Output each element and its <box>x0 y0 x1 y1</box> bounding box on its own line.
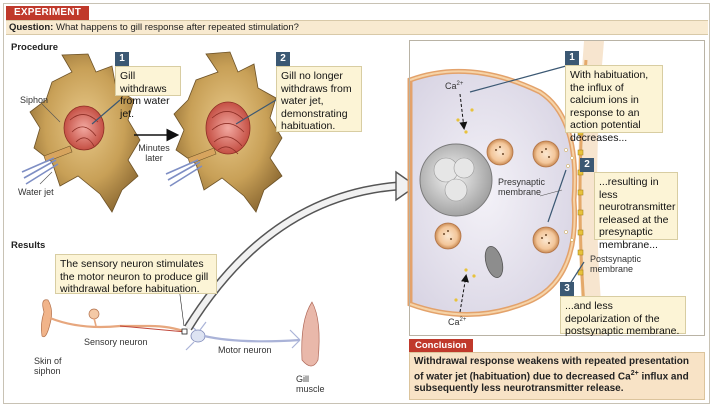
procedure-step1-number: 1 <box>115 52 129 66</box>
motor-neuron-label: Motor neuron <box>218 345 272 355</box>
neural-circuit <box>40 299 320 367</box>
procedure-step1-callout: Gill withdraws from water jet. <box>115 66 181 120</box>
procedure-heading: Procedure <box>11 42 58 53</box>
minutes-later-label: Minutes later <box>138 143 170 163</box>
gill-muscle-label: Gill muscle <box>296 374 325 394</box>
conclusion-tag: Conclusion <box>409 339 473 352</box>
postsynaptic-membrane-label: Postsynaptic membrane <box>590 254 642 274</box>
sensory-neuron-label: Sensory neuron <box>84 337 148 347</box>
aplysia-before <box>21 53 141 213</box>
question-bar: Question: What happens to gill response … <box>6 20 708 35</box>
mechanism-step3-number: 3 <box>560 282 574 296</box>
procedure-step2-number: 2 <box>276 52 290 66</box>
mechanism-step3-callout: ...and less depolarization of the postsy… <box>560 296 686 337</box>
results-callout: The sensory neuron stimulates the motor … <box>55 254 217 295</box>
mechanism-step1-number: 1 <box>565 51 579 65</box>
aplysia-after <box>165 51 283 213</box>
procedure-step2-callout: Gill no longer withdraws from water jet,… <box>276 66 362 132</box>
synapse-panel <box>409 40 705 336</box>
mechanism-step2-callout: ...resulting in less neurotransmitter re… <box>594 172 678 251</box>
conclusion-text-before: Withdrawal response weakens with repeate… <box>414 356 689 383</box>
water-jet-label: Water jet <box>18 187 54 197</box>
results-heading: Results <box>11 240 46 251</box>
skin-of-siphon-label: Skin of siphon <box>34 356 62 376</box>
conclusion-text-after: influx and subsequently less neurotransm… <box>414 371 689 395</box>
experiment-tag: EXPERIMENT <box>6 6 90 20</box>
ca-label-bottom: Ca2+ <box>448 317 467 327</box>
conclusion-text-sup: 2+ <box>630 370 639 377</box>
question-label: Question: <box>9 22 54 33</box>
mechanism-step1-callout: With habituation, the influx of calcium … <box>565 65 663 144</box>
question-text: What happens to gill response after repe… <box>53 22 299 33</box>
mechanism-step2-number: 2 <box>580 158 594 172</box>
ca-label-top: Ca2+ <box>445 81 464 91</box>
siphon-label: Siphon <box>20 95 49 105</box>
conclusion-box: Withdrawal response weakens with repeate… <box>409 352 705 400</box>
presynaptic-membrane-label: Presynaptic membrane <box>498 177 546 197</box>
